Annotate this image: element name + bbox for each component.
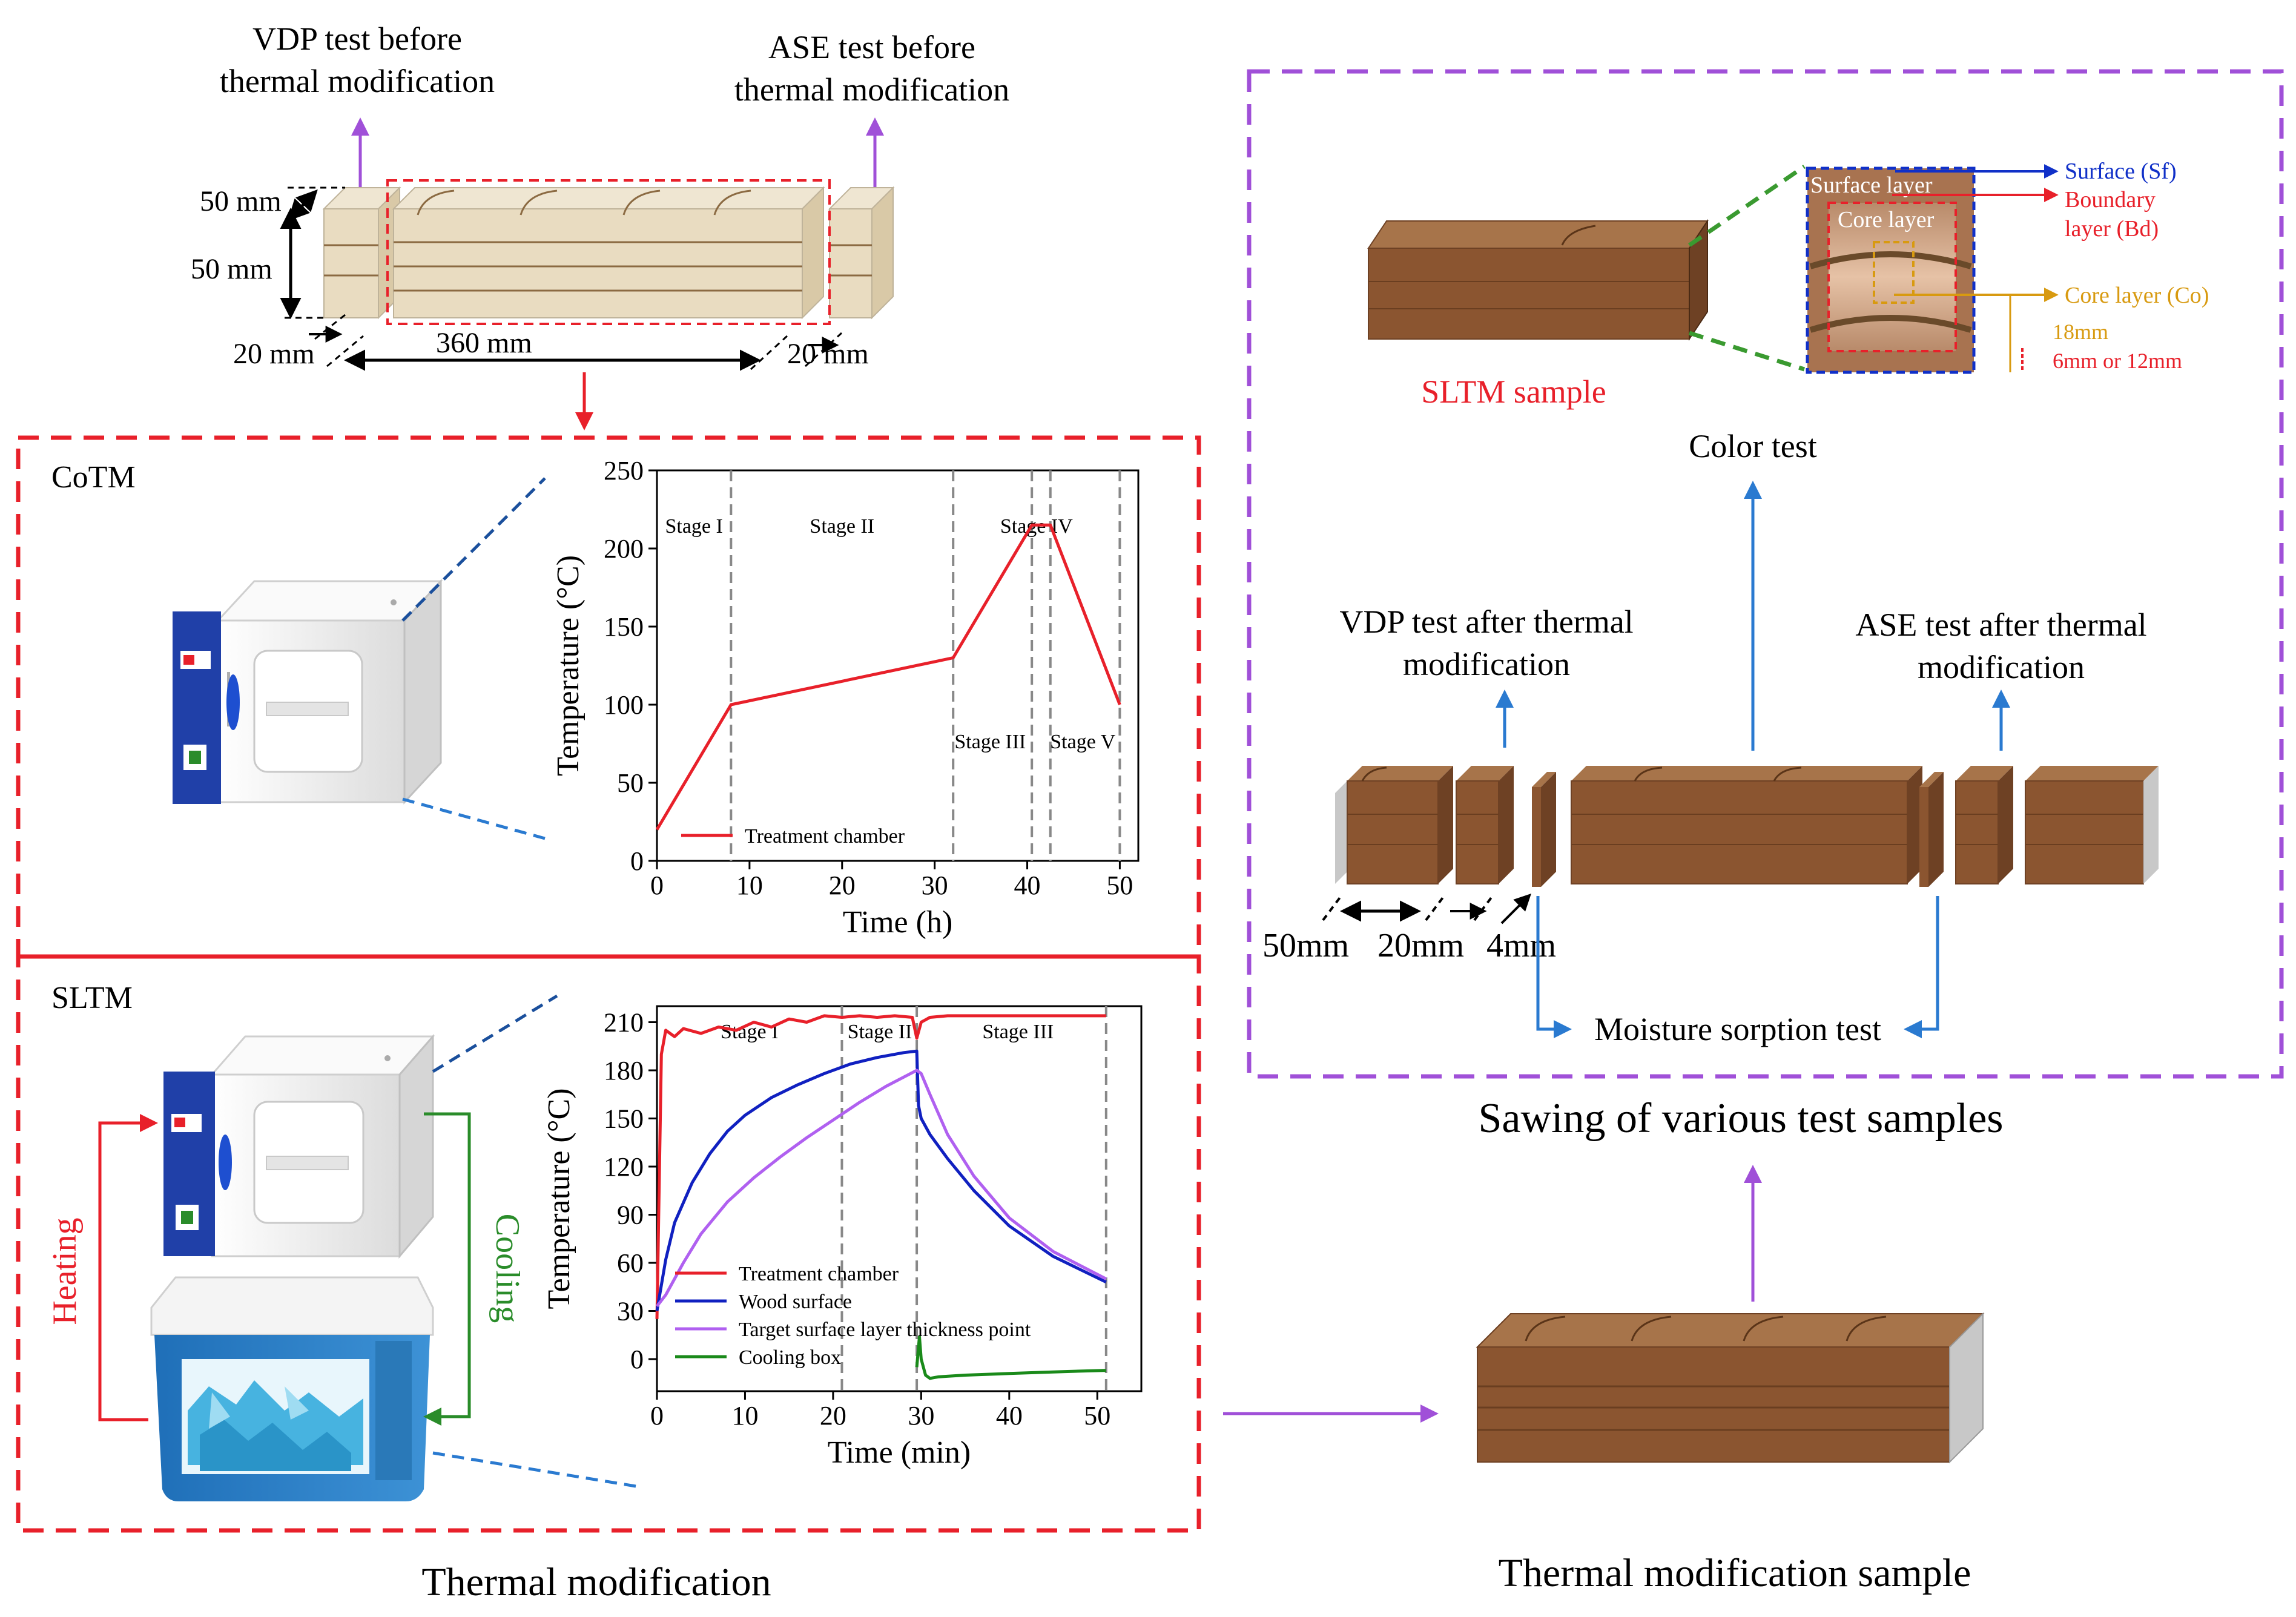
x-tick-label: 40	[1014, 871, 1041, 900]
thermal-modification-sample: Thermal modification sample	[1223, 1165, 1985, 1595]
dim-18mm: 18mm	[2053, 320, 2108, 344]
y-tick-label: 90	[617, 1200, 644, 1230]
board-selection-box	[386, 179, 831, 325]
y-tick-label: 150	[604, 1104, 644, 1134]
series-line	[915, 1335, 1106, 1380]
x-tick-label: 30	[922, 871, 948, 900]
series-line	[655, 1049, 1107, 1311]
plot-frame	[656, 1005, 1143, 1392]
moisture-left-arrow	[1536, 896, 1572, 1038]
y-tick-label: 120	[604, 1152, 644, 1182]
core-co-label: Core layer (Co)	[2065, 283, 2209, 308]
dim-20-left: 20 mm	[233, 338, 315, 370]
dim-50-top: 50 mm	[200, 185, 282, 217]
cotm-oven-illustration	[173, 579, 443, 805]
sltm-box	[16, 954, 1201, 1533]
stage-label: Stage III	[982, 1021, 1054, 1043]
y-tick-label: 60	[617, 1248, 644, 1278]
y-tick-label: 200	[604, 534, 644, 564]
sawn-pieces	[1335, 766, 2159, 887]
x-axis-label: Time (min)	[828, 1435, 971, 1470]
y-tick-label: 250	[604, 456, 644, 486]
stage-label: Stage I	[665, 515, 722, 538]
y-tick-label: 50	[617, 768, 644, 798]
sltm-sample-block: SLTM sample	[1367, 219, 1709, 410]
heating-label: Heating	[46, 1217, 84, 1325]
dim-20mm: 20mm	[1377, 927, 1464, 964]
series-line	[655, 523, 1121, 831]
thermal-sample-caption: Thermal modification sample	[1499, 1551, 1971, 1595]
color-test-label: Color test	[1689, 428, 1817, 464]
sawing-panel: Sawing of various test samples SLTM samp…	[1247, 69, 2284, 1142]
x-tick-label: 10	[736, 871, 763, 900]
y-tick-label: 30	[617, 1297, 644, 1326]
cooling-label: Cooling	[489, 1214, 526, 1323]
cross-section-detail: Surface layer Core layer Surface (Sf) Bo…	[1806, 159, 2209, 374]
legend-entry: Treatment chamber	[739, 1263, 899, 1285]
plot-frame	[656, 469, 1140, 862]
surface-sf-label: Surface (Sf)	[2065, 159, 2177, 184]
dim-50-left: 50 mm	[191, 253, 272, 285]
sltm-sample-label: SLTM sample	[1421, 374, 1606, 410]
cooling-box-illustration	[150, 1276, 434, 1501]
y-axis-label: Temperature (°C)	[542, 1088, 576, 1309]
sltm-label: SLTM	[51, 981, 133, 1015]
legend-entry: Target surface layer thickness point	[739, 1319, 1031, 1341]
moisture-sorption-label: Moisture sorption test	[1594, 1011, 1881, 1047]
y-tick-label: 0	[630, 1345, 644, 1374]
x-tick-label: 0	[650, 1401, 664, 1431]
moisture-right-arrow	[1904, 896, 1939, 1038]
core-layer-label: Core layer	[1838, 207, 1935, 232]
x-tick-label: 0	[650, 871, 664, 900]
legend-entry: Wood surface	[739, 1291, 852, 1313]
cotm-panel: CoTM	[16, 435, 1201, 959]
dim-6-12mm: 6mm or 12mm	[2053, 349, 2182, 373]
y-tick-label: 150	[604, 612, 644, 642]
y-tick-label: 210	[604, 1008, 644, 1038]
x-tick-label: 50	[1106, 871, 1133, 900]
y-tick-label: 0	[630, 846, 644, 876]
dim-360: 360 mm	[436, 327, 532, 359]
x-tick-label: 30	[908, 1401, 934, 1431]
x-axis-label: Time (h)	[843, 905, 953, 940]
heating-arrow	[98, 1114, 158, 1421]
sawing-caption: Sawing of various test samples	[1478, 1095, 2003, 1142]
y-tick-label: 180	[604, 1056, 644, 1085]
legend-entry: Treatment chamber	[745, 825, 905, 848]
stage-label: Stage V	[1050, 731, 1115, 753]
x-tick-label: 40	[996, 1401, 1023, 1431]
cotm-label: CoTM	[51, 460, 136, 495]
sltm-panel: SLTM Heating Cooling	[16, 954, 1201, 1533]
x-tick-label: 20	[820, 1401, 846, 1431]
series-line	[655, 1014, 1106, 1319]
series-line	[656, 1069, 1107, 1308]
dim-50mm: 50mm	[1262, 927, 1349, 964]
x-tick-label: 50	[1084, 1401, 1110, 1431]
cooling-arrow	[423, 1112, 471, 1426]
y-axis-label: Temperature (°C)	[551, 555, 586, 776]
stage-label: Stage III	[954, 731, 1026, 753]
y-tick-label: 100	[604, 690, 644, 720]
legend-entry: Cooling box	[739, 1346, 841, 1369]
sawing-box	[1247, 69, 2284, 1079]
dim-4mm: 4mm	[1486, 927, 1556, 964]
stage-label: Stage II	[810, 515, 874, 538]
sltm-oven-illustration	[163, 1034, 435, 1259]
stage-label: Stage II	[848, 1021, 912, 1043]
x-tick-label: 10	[731, 1401, 758, 1431]
x-tick-label: 20	[829, 871, 856, 900]
thermal-modification-caption: Thermal modification	[421, 1560, 771, 1604]
dim-20-right: 20 mm	[787, 338, 869, 370]
